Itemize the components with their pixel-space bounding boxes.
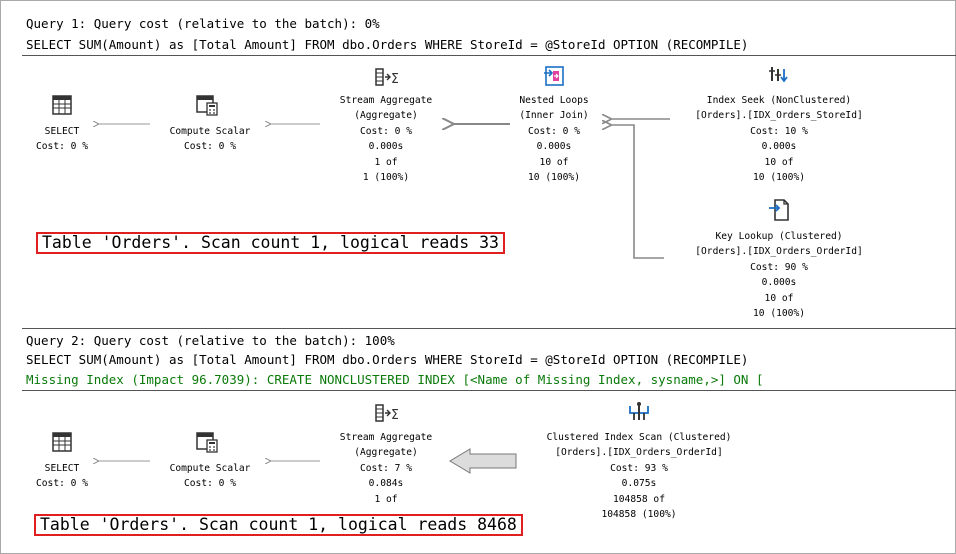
compute-scalar-icon[interactable] — [195, 431, 219, 457]
q1-index-seek-label: Index Seek (NonClustered) [Orders].[IDX_… — [695, 95, 863, 184]
q2-select-label: SELECT Cost: 0 % — [36, 463, 88, 490]
query2-sql[interactable]: SELECT SUM(Amount) as [Total Amount] FRO… — [26, 352, 749, 367]
query2-header: Query 2: Query cost (relative to the bat… — [26, 333, 395, 348]
q2-compute-scalar-label: Compute Scalar Cost: 0 % — [169, 463, 251, 490]
query1-sql[interactable]: SELECT SUM(Amount) as [Total Amount] FRO… — [26, 37, 749, 52]
nested-loops-icon[interactable] — [542, 64, 566, 92]
q1-key-lookup-label: Key Lookup (Clustered) [Orders].[IDX_Ord… — [695, 231, 863, 320]
q2-clustered-index-scan-label: Clustered Index Scan (Clustered) [Orders… — [546, 432, 732, 521]
q2-logical-reads-callout: Table 'Orders'. Scan count 1, logical re… — [34, 514, 523, 536]
compute-scalar-icon[interactable] — [195, 94, 219, 120]
select-table-icon[interactable] — [51, 431, 73, 457]
stream-aggregate-icon[interactable]: Σ — [374, 402, 399, 428]
key-lookup-icon[interactable] — [767, 197, 791, 227]
svg-text:Σ: Σ — [391, 72, 398, 87]
q1-select-label: SELECT Cost: 0 % — [36, 126, 88, 153]
index-seek-icon[interactable] — [767, 63, 791, 91]
q1-compute-scalar-label: Compute Scalar Cost: 0 % — [169, 126, 251, 153]
q1-nested-loops-label: Nested Loops (Inner Join) Cost: 0 % 0.00… — [519, 95, 589, 184]
query1-divider — [22, 55, 956, 56]
query1-header: Query 1: Query cost (relative to the bat… — [26, 16, 380, 31]
select-table-icon[interactable] — [51, 94, 73, 120]
query2-top-divider — [22, 328, 956, 329]
q1-logical-reads-callout: Table 'Orders'. Scan count 1, logical re… — [36, 232, 505, 254]
q1-stream-aggregate-label: Stream Aggregate (Aggregate) Cost: 0 % 0… — [339, 95, 433, 184]
query2-missing-index-hint[interactable]: Missing Index (Impact 96.7039): CREATE N… — [26, 372, 764, 387]
q2-stream-aggregate-label: Stream Aggregate (Aggregate) Cost: 7 % 0… — [339, 432, 433, 505]
q2-thick-arrow-scan-to-aggregate — [449, 448, 517, 474]
clustered-index-scan-icon[interactable] — [626, 400, 652, 430]
svg-text:Σ: Σ — [391, 408, 398, 423]
query2-divider — [22, 390, 956, 391]
stream-aggregate-icon[interactable]: Σ — [374, 66, 399, 92]
q1-arrow-lookup-to-loops — [610, 125, 664, 259]
